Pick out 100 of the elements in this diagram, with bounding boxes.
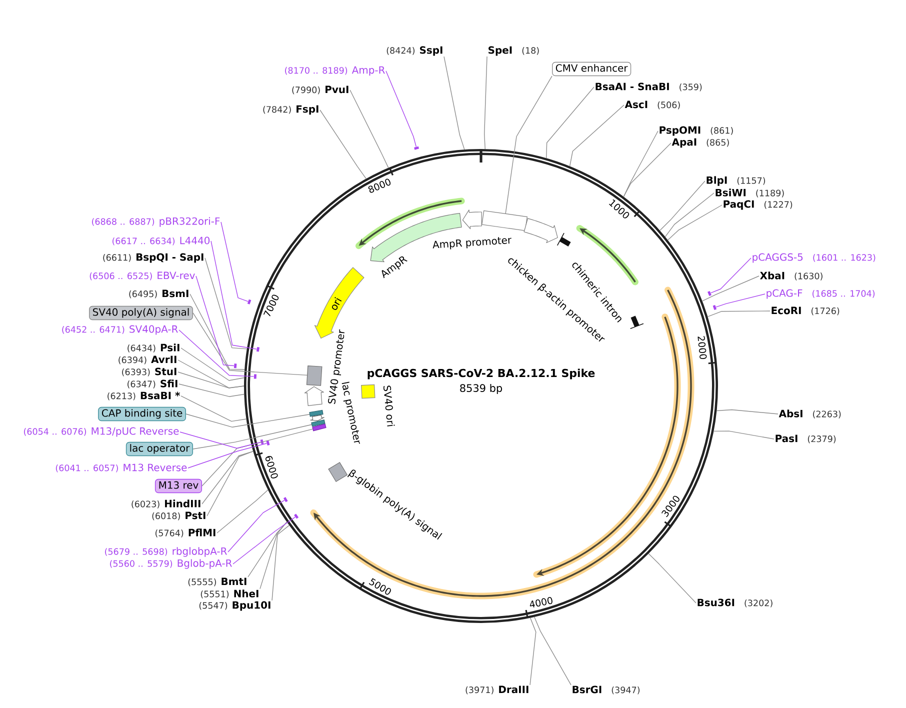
leader-line [220,222,248,302]
feature-label: AmpR promoter [432,237,512,250]
leader-line [228,500,285,552]
primer-name: L4440 [180,236,210,244]
enzyme-name: SpeI [488,46,512,56]
leader-line [190,294,245,370]
cut-position: (5764) [156,530,184,538]
primer-name: pCAGGS-5 [752,253,803,263]
feature-tag: CMV enhancer [552,62,632,76]
primer-name: Bglob-pA-R [178,559,232,569]
leader-line [534,616,572,686]
cut-position: (7842) [263,106,291,114]
enzyme-name: FspI [296,105,318,115]
leader-line [320,110,366,180]
primer-name: M13 Reverse [124,464,187,472]
primer-position: (1685 .. 1704) [812,290,875,298]
enzyme-name: PstI [186,512,206,520]
primer-mark [294,514,299,519]
enzyme-name: DraIII [499,686,528,694]
cut-position: (18) [522,47,539,55]
cut-position: (2379) [808,435,836,444]
primer-position: (5560 .. 5579) [110,560,172,568]
cut-position: (1630) [794,272,822,280]
leader-line [180,348,244,381]
feature-band [524,218,558,244]
primer-name: rbglobpA-R [172,547,227,557]
primer-mark [414,146,420,150]
leader-line [667,204,722,240]
leader-line [202,428,313,486]
tick-label: 6000 [265,456,278,478]
leader-line [710,258,752,294]
leader-line [716,409,778,414]
cut-position: (6023) [132,500,160,508]
enzyme-name: ApaI [672,138,696,148]
primer-name: SV40pA-R [130,325,178,335]
enzyme-name: PspOMI [660,126,700,136]
leader-line [350,90,389,168]
enzyme-name: BsiWI [716,188,746,196]
enzyme-name: BmtI [222,578,246,586]
cut-position: (3947) [612,686,640,694]
feature-tag: CAP binding site [98,406,186,422]
primer-position: (5679 .. 5698) [105,548,168,556]
leader-line [707,310,770,318]
cut-position: (506) [658,101,680,110]
enzyme-name: BsrGI [572,686,602,694]
tick-label: 7000 [263,294,279,316]
primer-name: M13/pUC Reverse [92,427,179,437]
leader-line [386,70,417,148]
cut-position: (359) [680,83,702,92]
leader-line [192,312,308,376]
enzyme-name: AscI [624,100,648,108]
cut-position: (6018) [152,512,180,520]
leader-line [180,432,261,449]
leader-line [660,180,706,231]
primer-position: (6054 .. 6076) [24,428,86,436]
primer-mark [256,346,260,352]
sequence-length: 8539 bp [460,384,502,394]
cut-position: (5555) [188,578,216,586]
leader-line [192,424,312,450]
cut-position: (7990) [292,86,320,94]
leader-line [444,56,465,150]
enzyme-name: XbaI [760,272,784,280]
primer-mark [254,374,256,379]
primer-name: Amp-R [352,66,385,76]
tick-label: 2000 [698,336,707,360]
cut-position: (1227) [764,201,792,209]
primer-position: (6617 .. 6634) [112,237,175,246]
primer-name: EBV-rev [158,272,195,280]
plasmid-name: pCAGGS SARS-CoV-2 BA.2.12.1 Spike [368,368,595,380]
cut-position: (6394) [118,356,146,364]
enzyme-name: PaqCI [724,200,754,210]
leader-line [178,384,244,397]
primer-position: (6041 .. 6057) [56,464,118,472]
leader-line [216,490,268,534]
primer-mark [234,364,237,368]
enzyme-name: BsmI [162,290,188,298]
feature-box [312,424,326,432]
primer-position: (1601 .. 1623) [813,254,876,262]
enzyme-name: SfiI [160,380,178,388]
primer-mark [260,439,264,444]
primer-mark [266,440,270,446]
feature-tag: lac operator [126,442,193,456]
leader-line [202,450,254,504]
leader-line [272,524,290,601]
primer-name: pBR322ori-F [160,217,220,227]
leader-line [188,443,267,468]
cut-position: (2263) [813,410,841,418]
leader-line [664,192,714,238]
tick-label: 8000 [368,178,391,193]
cut-position: (865) [706,138,729,147]
leader-line [186,414,310,428]
enzyme-name: HindIII [165,500,200,508]
cut-position: (5547) [199,602,228,610]
enzyme-name: SspI [420,46,442,56]
primer-mark [712,305,717,310]
primer-position: (6506 .. 6525) [90,272,152,280]
primer-mark [283,497,288,502]
enzyme-name: BsaBI * [140,392,180,400]
cut-position: (5551) [200,590,229,598]
cut-position: (6393) [122,368,150,376]
